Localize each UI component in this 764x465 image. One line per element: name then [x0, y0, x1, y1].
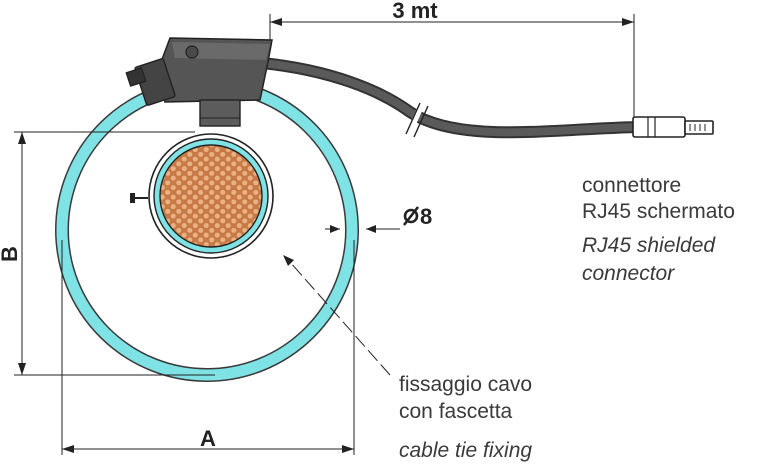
fixing-label-en: cable tie fixing [399, 439, 532, 462]
connector-label-it-2: RJ45 schermato [582, 200, 735, 223]
rj45-connector [632, 116, 714, 138]
dimension-diameter [325, 206, 420, 233]
connector-label-en-1: RJ45 shielded [582, 234, 716, 257]
dimension-a [61, 240, 355, 455]
diameter-label: 8 [420, 204, 432, 229]
fixing-label-it-2: con fascetta [399, 400, 513, 423]
connector-label-en-2: connector [582, 262, 675, 285]
dimension-b [14, 131, 215, 376]
cable-length-label: 3 mt [392, 0, 438, 23]
dimension-cable-length [269, 14, 635, 118]
fixing-label-it-1: fissaggio cavo [399, 373, 532, 396]
cable [256, 57, 646, 139]
diameter-symbol-icon [402, 206, 420, 226]
height-label: B [0, 246, 22, 262]
conductor-assembly [130, 133, 274, 259]
connector-label-it-1: connettore [582, 174, 681, 197]
cable-tie-leader [283, 255, 391, 376]
coil-housing [125, 37, 273, 127]
width-label: A [200, 426, 216, 451]
